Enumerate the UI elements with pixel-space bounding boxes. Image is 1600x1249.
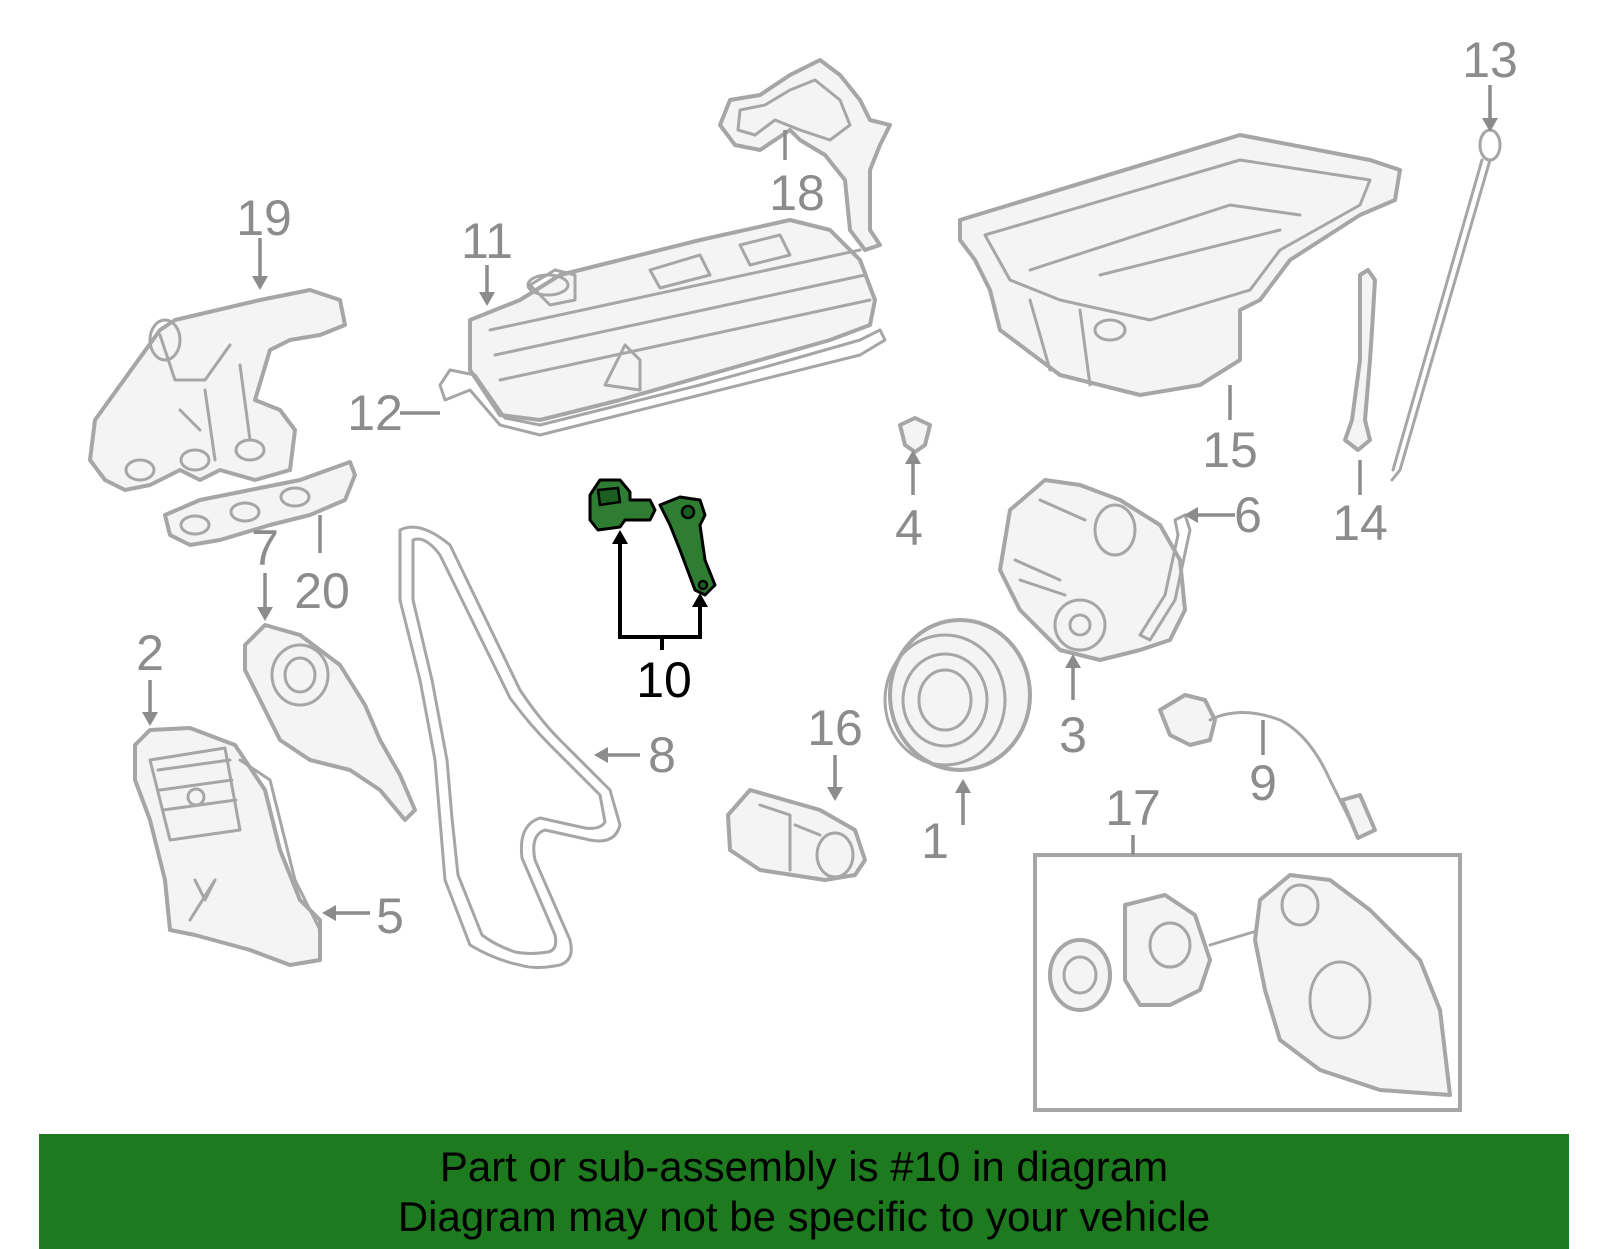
arrowhead-8 [594,747,608,763]
part-13-dipstick [1390,128,1502,482]
part-18-gasket [718,58,892,252]
part-2-timing-cover [133,726,322,967]
info-banner: Part or sub-assembly is #10 in diagram D… [39,1134,1569,1249]
part-17-water-pump [1048,873,1452,1097]
arrowhead-10-right [692,593,708,607]
callout-16: 16 [807,700,863,756]
part-9-sensor [1158,693,1377,840]
arrowhead-3 [1065,654,1081,668]
callout-15: 15 [1202,422,1258,478]
part-8-timing-belt [398,525,622,969]
arrowhead-5 [322,905,336,921]
arrowhead-19 [252,276,268,290]
arrowhead-6 [1184,507,1198,523]
arrowhead-2 [142,712,158,726]
callout-7: 7 [251,520,279,576]
part-17-box [1033,853,1462,1112]
part-6-pump-gasket [1138,513,1192,642]
arrowhead-1 [955,779,971,793]
part-12-valve-cover-gasket [438,328,887,437]
part-1-crank-pulley [883,618,1032,772]
arrowhead-16 [827,787,843,801]
banner-line-part: Part or sub-assembly is #10 in diagram [439,1142,1169,1190]
callout-4: 4 [895,500,923,556]
callout-14: 14 [1332,495,1388,551]
callout-19: 19 [236,190,292,246]
part-16-oil-filter [726,788,867,882]
callout-17: 17 [1105,780,1161,836]
arrowhead-13 [1482,118,1498,132]
callout-13: 13 [1462,32,1518,88]
arrowhead-4 [905,450,921,464]
part-19-intake-manifold [88,288,347,492]
part-15-oil-pan [958,133,1402,397]
arrowhead-7 [257,607,273,621]
callout-10: 10 [636,652,692,708]
part-7-rear-timing-cover [243,623,417,822]
part-11-valve-cover [468,218,877,422]
part-20-manifold-gasket [163,460,357,547]
part-10-sensor-right [658,495,717,597]
arrowhead-10-left [612,530,628,544]
callout-12: 12 [347,385,403,441]
part-10-sensor-assembly [588,478,717,650]
callout-3: 3 [1059,707,1087,763]
callout-8: 8 [648,727,676,783]
callout-6: 6 [1234,487,1262,543]
callout-1: 1 [921,813,949,869]
callout-5: 5 [376,888,404,944]
callout-20: 20 [294,563,350,619]
banner-line-disclaimer: Diagram may not be specific to your vehi… [397,1192,1211,1240]
callout-2: 2 [136,625,164,681]
arrowhead-11 [479,292,495,306]
callout-9: 9 [1249,755,1277,811]
part-3-oil-pump [998,478,1187,662]
callout-11: 11 [461,213,513,269]
part-4-plug [898,416,932,454]
callout-18: 18 [769,165,825,221]
part-10-sensor-left [588,478,657,532]
part-14-dipstick-tube [1343,268,1377,452]
